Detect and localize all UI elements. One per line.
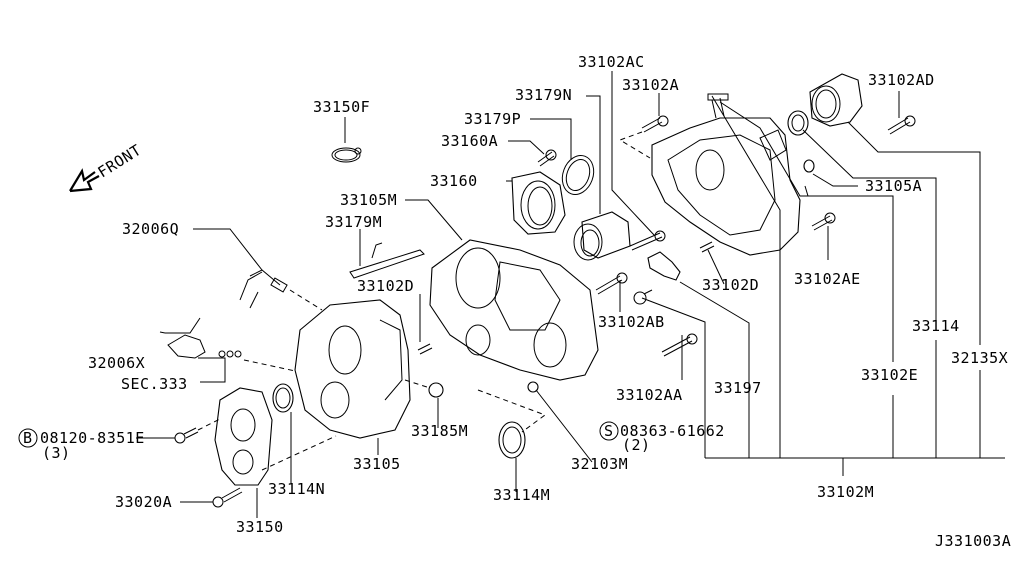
label-32006X[interactable]: 32006X — [88, 354, 145, 372]
symbol-b-text: B — [23, 429, 33, 447]
part-sensor-32006Q — [239, 269, 323, 311]
label-33020A[interactable]: 33020A — [115, 493, 172, 511]
part-bolt-33160A — [537, 149, 557, 167]
part-bolt-33102AC — [629, 230, 666, 251]
screw-symbol-S: S — [599, 421, 619, 441]
label-33102D-mid[interactable]: 33102D — [357, 277, 414, 295]
part-seal-33114M — [477, 389, 547, 459]
bolt-symbol-B: B — [18, 428, 38, 448]
part-cover-33160 — [511, 171, 566, 235]
part-bolt-08363-61662 — [633, 289, 653, 305]
part-guide-33179M — [349, 242, 425, 279]
label-SEC333[interactable]: SEC.333 — [121, 375, 188, 393]
label-32006Q[interactable]: 32006Q — [122, 220, 179, 238]
drawing-code: J331003A — [935, 532, 1011, 550]
label-33114[interactable]: 33114 — [912, 317, 960, 335]
label-32135X[interactable]: 32135X — [951, 349, 1008, 367]
label-33102AB[interactable]: 33102AB — [598, 313, 665, 331]
part-ring-33179P — [561, 155, 595, 195]
front-arrow-icon — [69, 168, 100, 193]
label-33102A[interactable]: 33102A — [622, 76, 679, 94]
part-seal-33114N — [272, 383, 294, 413]
label-33105M[interactable]: 33105M — [340, 191, 397, 209]
part-dowel-33102D-top — [699, 241, 715, 253]
leader-lines — [136, 71, 1005, 518]
label-33179N[interactable]: 33179N — [515, 86, 572, 104]
label-33102E[interactable]: 33102E — [861, 366, 918, 384]
label-33114M[interactable]: 33114M — [493, 486, 550, 504]
label-33114N[interactable]: 33114N — [268, 480, 325, 498]
label-33185M[interactable]: 33185M — [411, 422, 468, 440]
label-33150[interactable]: 33150 — [236, 518, 284, 536]
label-08363-qty: (2) — [622, 436, 651, 454]
part-clip-ring — [331, 147, 362, 163]
label-33102M[interactable]: 33102M — [817, 483, 874, 501]
label-33179M[interactable]: 33179M — [325, 213, 382, 231]
part-bolt-33102A — [618, 115, 669, 159]
part-bolt-33020A — [212, 487, 243, 508]
front-label: FRONT — [95, 141, 145, 182]
label-32103M[interactable]: 32103M — [571, 455, 628, 473]
label-08120-8351E[interactable]: 08120-8351E — [40, 429, 145, 447]
label-08363-61662[interactable]: 08363-61662 — [620, 422, 725, 440]
part-seal-33114 — [787, 110, 809, 136]
label-33102D-top[interactable]: 33102D — [702, 276, 759, 294]
part-bolt-08120-8351E — [174, 417, 223, 444]
part-plug-32103M — [527, 381, 539, 393]
label-33160A[interactable]: 33160A — [441, 132, 498, 150]
label-33102AC[interactable]: 33102AC — [578, 53, 645, 71]
part-switch-32006X — [167, 334, 301, 373]
part-bolt-33102AE — [811, 212, 836, 231]
part-bolt-33102AB — [595, 272, 628, 295]
part-bolt-33102AA — [661, 333, 698, 357]
part-sleeve-33179N — [573, 211, 631, 261]
label-33197[interactable]: 33197 — [714, 379, 762, 397]
label-33105A[interactable]: 33105A — [865, 177, 922, 195]
part-bolt-33102AD — [887, 115, 916, 135]
part-rear-housing — [651, 93, 801, 256]
part-dowel-33102D-mid — [417, 343, 433, 355]
symbol-s-text: S — [604, 422, 614, 440]
part-center-housing-33105M — [429, 239, 599, 381]
part-front-housing-33105 — [294, 299, 411, 439]
label-33105[interactable]: 33105 — [353, 455, 401, 473]
label-33102AA[interactable]: 33102AA — [616, 386, 683, 404]
label-33102AE[interactable]: 33102AE — [794, 270, 861, 288]
part-adapter-33150 — [214, 387, 337, 486]
part-labels: 33150F 33102AC 33102A 33102AD 33179N 331… — [40, 53, 1011, 550]
part-bracket-33197 — [647, 251, 681, 281]
label-33160[interactable]: 33160 — [430, 172, 478, 190]
part-plug-33105A — [803, 159, 815, 173]
label-33102AD[interactable]: 33102AD — [868, 71, 935, 89]
part-dust-cover-32135X — [809, 73, 863, 127]
part-plug-33185M — [404, 379, 444, 398]
label-33179P[interactable]: 33179P — [464, 110, 521, 128]
label-33150F[interactable]: 33150F — [313, 98, 370, 116]
label-08120-qty: (3) — [42, 444, 71, 462]
